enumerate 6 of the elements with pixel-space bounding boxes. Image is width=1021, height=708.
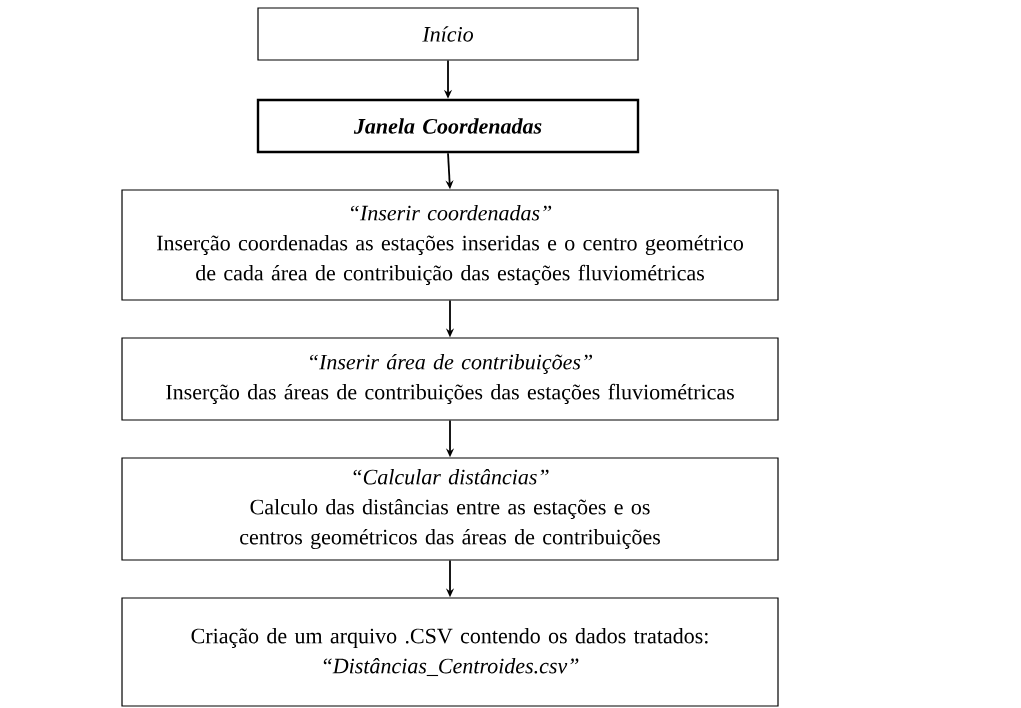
- process-box: Criação de um arquivo .CSV contendo os dados tratados: “Distâncias_Centroides.csv”: [121, 597, 779, 707]
- process-box: Janela Coordenadas: [256, 98, 640, 154]
- process-box: “Calcular distâncias” Calculo das distâncias entre as estações e os centros geométricos das áreas de contribuições: [121, 457, 779, 561]
- process-box: Início: [257, 7, 639, 61]
- process-box: “Inserir área de contribuições” Inserção das áreas de contribuições das estações fluviométricas: [121, 337, 779, 421]
- process-box: “Inserir coordenadas” Inserção coordenadas as estações inseridas e o centro geométrico de cada área de contribuição das estações fluviométricas: [121, 189, 779, 301]
